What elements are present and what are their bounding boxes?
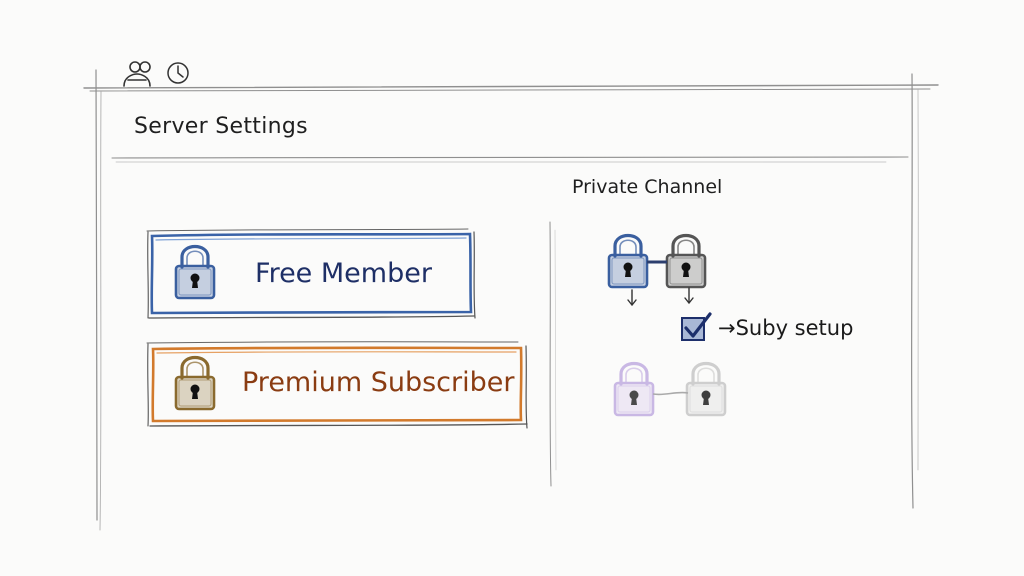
setup-checkbox-hit[interactable] bbox=[678, 313, 712, 345]
check-icon bbox=[684, 312, 712, 338]
private-channel-title: Private Channel bbox=[572, 176, 723, 198]
clock-icon[interactable] bbox=[167, 62, 189, 84]
faded-lock-icon bbox=[685, 361, 727, 417]
purple-lock-icon bbox=[613, 361, 655, 417]
blue-lock-icon bbox=[607, 233, 649, 289]
premium-subscriber-card bbox=[146, 341, 528, 429]
down-arrow-icon bbox=[684, 287, 694, 305]
gray-lock-icon bbox=[665, 233, 707, 289]
down-arrow-icon bbox=[627, 289, 637, 307]
setup-label[interactable]: →Suby setup bbox=[718, 316, 854, 340]
tier-premium-subscriber-label: Premium Subscriber bbox=[242, 367, 515, 398]
tier-free-member-label: Free Member bbox=[255, 258, 432, 289]
window-frame bbox=[83, 69, 939, 531]
free-member-card bbox=[146, 228, 476, 319]
users-icon[interactable] bbox=[123, 61, 151, 87]
page-title: Server Settings bbox=[134, 114, 308, 139]
faded-lock-connector bbox=[652, 391, 689, 396]
setup-checkbox[interactable] bbox=[681, 312, 712, 341]
